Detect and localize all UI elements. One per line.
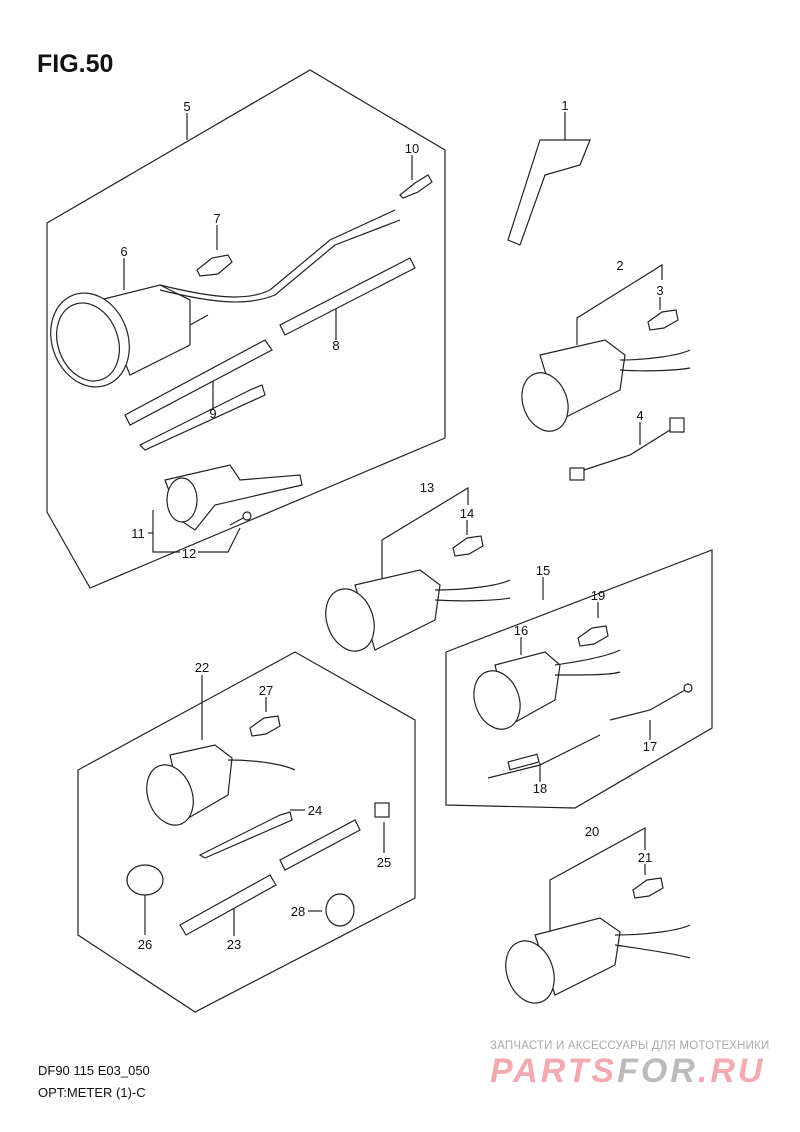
part-14-bulb[interactable] — [452, 535, 484, 557]
callout-10: 10 — [405, 141, 419, 156]
part-19-bulb[interactable] — [577, 625, 609, 647]
leader-lines — [123, 112, 663, 940]
part-17-wire[interactable] — [609, 683, 693, 721]
part-6-gauge[interactable] — [38, 209, 401, 398]
part-12-screw[interactable] — [229, 511, 252, 526]
callout-3: 3 — [656, 283, 663, 298]
callout-6: 6 — [120, 244, 127, 259]
callout-27: 27 — [259, 683, 273, 698]
part-10-bulb[interactable] — [399, 174, 433, 199]
callout-13: 13 — [420, 480, 434, 495]
diagram-name: OPT:METER (1)-C — [38, 1085, 146, 1100]
watermark-logo: PARTSFOR.RU — [490, 1052, 765, 1091]
part-1-sender[interactable] — [507, 139, 591, 246]
callout-2: 2 — [616, 258, 623, 273]
part-21-bulb[interactable] — [632, 877, 664, 899]
part-27-bulb[interactable] — [249, 715, 281, 737]
part-24-cable-tie[interactable] — [198, 811, 293, 859]
callout-16: 16 — [514, 623, 528, 638]
group-box-15 — [445, 549, 713, 809]
callout-11: 11 — [131, 526, 145, 541]
part-2-gauge[interactable] — [514, 339, 691, 438]
callout-19: 19 — [591, 588, 605, 603]
callout-7: 7 — [213, 211, 220, 226]
callout-28: 28 — [291, 904, 305, 919]
group-box-5 — [46, 69, 446, 589]
callout-15: 15 — [536, 563, 550, 578]
callout-12: 12 — [182, 546, 196, 561]
watermark-subtitle: ЗАПЧАСТИ И АКСЕССУАРЫ ДЛЯ МОТОТЕХНИКИ — [490, 1040, 770, 1052]
watermark-logo-c: .RU — [697, 1052, 766, 1090]
part-13-gauge[interactable] — [317, 569, 511, 658]
part-7-bulb[interactable] — [196, 254, 233, 277]
part-20-gauge[interactable] — [497, 917, 691, 1010]
callout-1: 1 — [561, 98, 568, 113]
callout-23: 23 — [227, 937, 241, 952]
callout-5: 5 — [183, 99, 190, 114]
part-25-fitting[interactable] — [374, 802, 390, 818]
callout-4: 4 — [636, 408, 643, 423]
part-4-harness[interactable] — [569, 417, 685, 481]
figure-title: FIG.50 — [37, 50, 114, 78]
group-box-22 — [77, 651, 416, 1013]
part-23-tube[interactable] — [179, 819, 361, 936]
callout-8: 8 — [332, 338, 339, 353]
part-26-grommet[interactable] — [126, 864, 164, 896]
part-16-gauge[interactable] — [466, 649, 621, 736]
watermark-logo-b: FOR — [617, 1052, 698, 1090]
callout-20: 20 — [585, 824, 599, 839]
callout-17: 17 — [643, 739, 657, 754]
part-22-gauge[interactable] — [139, 744, 296, 832]
part-3-bulb[interactable] — [647, 309, 679, 331]
callout-14: 14 — [460, 506, 474, 521]
callout-25: 25 — [377, 855, 391, 870]
callout-labels: 1 2 3 4 5 6 7 8 9 10 11 12 13 14 15 16 1… — [120, 98, 663, 952]
part-9-cable-tie[interactable] — [138, 384, 266, 451]
callout-22: 22 — [195, 660, 209, 675]
watermark-logo-a: PARTS — [490, 1052, 618, 1090]
callout-24: 24 — [308, 803, 322, 818]
diagram-code: DF90 115 E03_050 — [38, 1063, 150, 1078]
part-18-wire[interactable] — [487, 734, 601, 779]
part-28-grommet[interactable] — [325, 893, 355, 927]
callout-26: 26 — [138, 937, 152, 952]
callout-9: 9 — [209, 406, 216, 421]
callout-18: 18 — [533, 781, 547, 796]
callout-21: 21 — [638, 850, 652, 865]
part-8-tube[interactable] — [124, 257, 416, 426]
part-11-bracket[interactable] — [164, 464, 303, 531]
